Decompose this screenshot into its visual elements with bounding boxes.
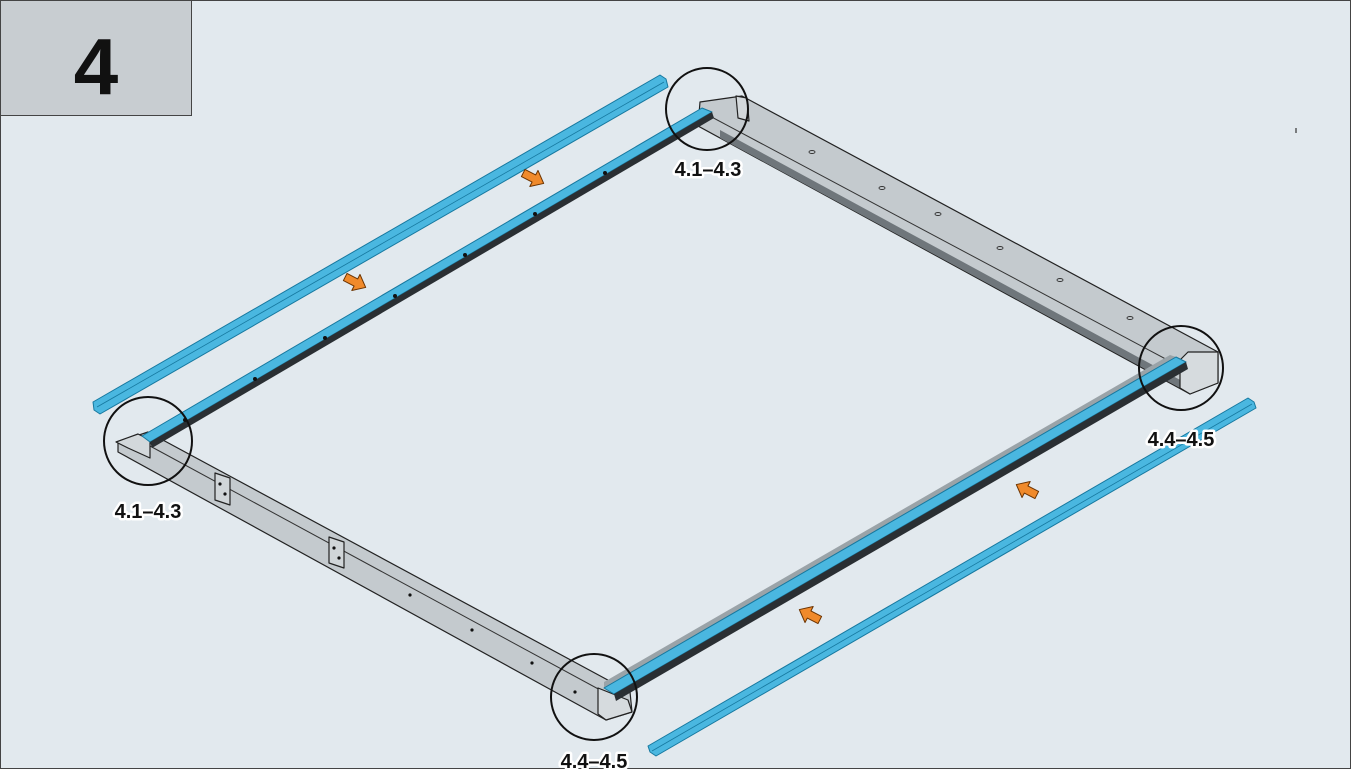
beam-hole	[934, 212, 942, 216]
insert-direction-arrow	[1015, 481, 1040, 500]
step-number-box: 4	[0, 0, 192, 116]
beam-hole	[1056, 278, 1064, 282]
beam-hole	[408, 593, 412, 597]
rail-screw	[463, 253, 467, 257]
corner-plate-top	[735, 95, 750, 122]
bracket-bolt	[223, 492, 227, 496]
loose-rail-bottom-right	[647, 397, 1257, 757]
step-number: 4	[74, 22, 119, 111]
insert-direction-arrow	[798, 606, 823, 625]
callout-label-right: 4.4–4.5	[1148, 429, 1215, 451]
insert-direction-arrow	[342, 272, 367, 291]
bracket-bolt	[337, 556, 341, 560]
loose-rail-top-left-edge	[96, 81, 665, 408]
beam-hole	[878, 186, 886, 190]
bracket-bolt	[332, 546, 336, 550]
callout-circle-left	[103, 396, 193, 486]
beam-hole	[996, 246, 1004, 250]
beam-hole	[530, 661, 534, 665]
callout-circle-right	[1138, 325, 1224, 411]
callout-circle-top	[665, 67, 749, 151]
rail-screw	[323, 336, 327, 340]
beam-hole	[573, 690, 577, 694]
step-box-background	[0, 0, 192, 116]
corner-plate-left	[115, 433, 151, 459]
beam-top-right-inner-face	[720, 130, 1182, 389]
rail-screw	[253, 377, 257, 381]
beam-bottom-left-end-cap	[597, 687, 633, 721]
loose-rail-bottom-right-edge	[651, 403, 1253, 752]
rail-screw	[393, 294, 397, 298]
loose-rail-bottom-right-body	[647, 397, 1257, 757]
beam-hole	[1126, 316, 1134, 320]
mounting-bracket	[214, 472, 231, 506]
beam-hole	[808, 150, 816, 154]
callout-circle-bottom	[550, 653, 638, 741]
installed-rail-top-left	[141, 107, 714, 448]
beam-top-right-fold	[705, 113, 1193, 374]
bracket-bolt	[218, 482, 222, 486]
installed-rail-bottom-right	[603, 355, 1188, 701]
installed-rail-top-left-shadow	[150, 112, 714, 448]
callout-label-bottom: 4.4–4.5	[561, 751, 628, 769]
loose-rail-top-left	[92, 74, 669, 415]
beam-hole	[470, 628, 474, 632]
rail-screw	[603, 171, 607, 175]
mounting-bracket	[328, 536, 345, 569]
installed-rail-bottom-right-shadow	[614, 362, 1188, 701]
insert-direction-arrow	[520, 168, 545, 187]
callout-label-left: 4.1–4.3	[115, 501, 182, 523]
callout-label-top: 4.1–4.3	[675, 159, 742, 181]
rail-screw	[533, 212, 537, 216]
